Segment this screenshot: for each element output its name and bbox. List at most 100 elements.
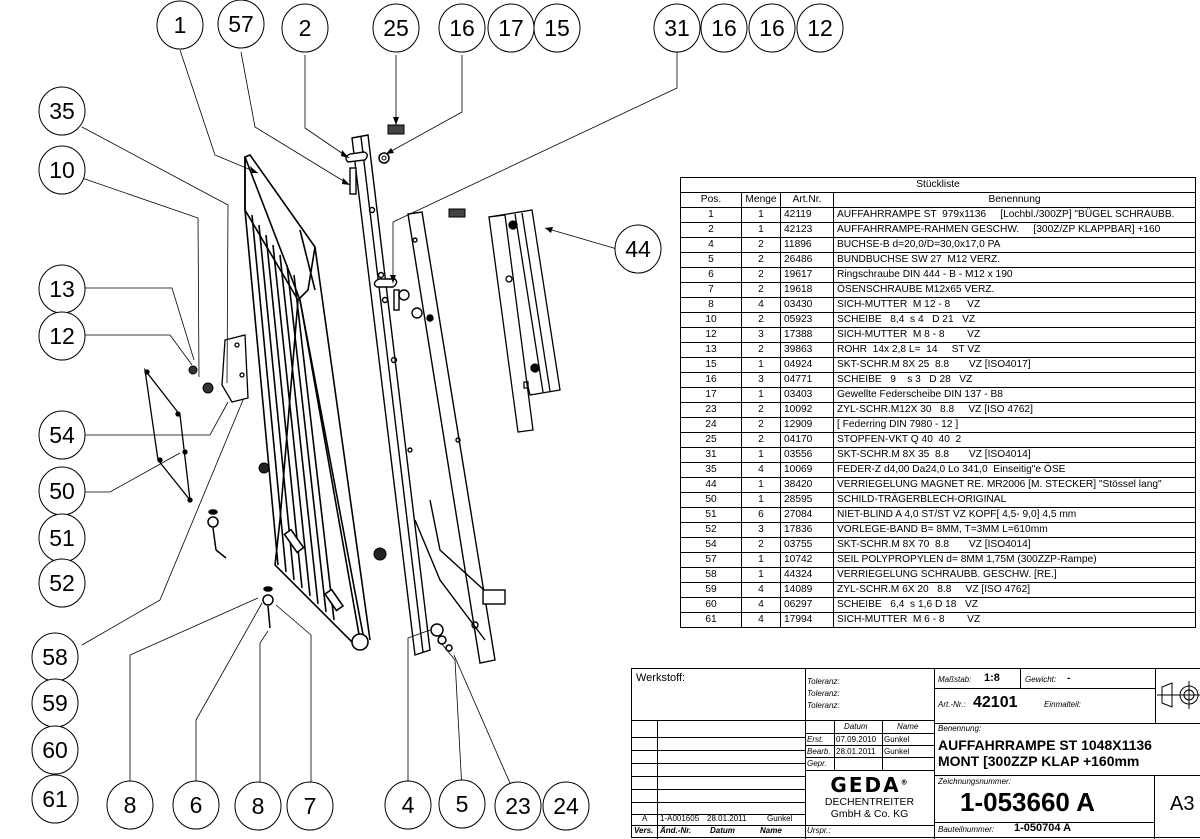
callout-bubble-4 [384,780,432,830]
part-article-number: 14089 [780,582,834,598]
callout-label: 25 [383,15,409,41]
callout-bubble-16 [700,3,748,53]
callout-label: 1 [174,12,187,38]
callout-label: 4 [402,792,415,818]
part-description: AUFFAHRRAMPE-RAHMEN GESCHW. [300Z/ZP KLA… [833,222,1196,238]
part-position: 17 [680,387,742,403]
part-quantity: 2 [741,237,781,253]
part-quantity: 2 [741,342,781,358]
part-description: SEIL POLYPROPYLEN d= 8MM 1,75M (300ZZP-R… [833,552,1196,568]
leader-lines [81,49,678,791]
callout-bubble-7 [286,781,334,831]
callout-label: 8 [252,793,265,819]
name-header: Name [897,722,919,731]
company-logo: GEDA® [825,773,915,797]
part-position: 6 [680,267,742,283]
callout-label: 13 [49,276,75,302]
callout-bubble-6 [172,780,220,830]
part-article-number: 26486 [780,252,834,268]
part-quantity: 1 [741,567,781,583]
callout-bubble-23 [494,781,542,831]
part-quantity: 1 [741,207,781,223]
part-description: SCHEIBE 9 s 3 D 28 VZ [833,372,1196,388]
revision-date: 28.01.2011 [707,814,747,823]
part-article-number: 10742 [780,552,834,568]
part-position: 4 [680,237,742,253]
part-article-number: 10092 [780,402,834,418]
nut-part-2 [258,462,270,474]
part-position: 12 [680,327,742,343]
callout-label: 12 [807,15,833,41]
part-quantity: 4 [741,597,781,613]
part-description: SCHEIBE 8,4 s 4 D 21 VZ [833,312,1196,328]
part-position: 58 [680,567,742,583]
ramp-frame-part [345,134,506,664]
callout-bubble-8 [234,781,282,831]
callout-bubble-16 [438,3,486,53]
parts-list-table: Stückliste Pos. Menge Art.Nr. Benennung … [680,177,1196,628]
part-position: 44 [680,477,742,493]
part-position: 2 [680,222,742,238]
part-article-number: 19617 [780,267,834,283]
massstab-value: 1:8 [984,672,1000,684]
part-article-number: 19618 [780,282,834,298]
callout-bubble-44 [614,224,662,274]
callout-bubble-2 [281,3,329,53]
part-quantity: 1 [741,387,781,403]
part-description: SICH-MUTTER M 8 - 8 VZ [833,327,1196,343]
part-quantity: 1 [741,492,781,508]
gepr-label: Gepr. [807,759,827,768]
part-description: [ Federring DIN 7980 - 12 ] [833,417,1196,433]
part-article-number: 04924 [780,357,834,373]
callout-label: 10 [49,157,75,183]
callout-label: 12 [49,323,75,349]
column-header-pos: Pos. [680,192,742,208]
part-quantity: 4 [741,612,781,628]
part-quantity: 6 [741,507,781,523]
part-position: 7 [680,282,742,298]
nut-part [188,365,198,375]
part-quantity: 1 [741,447,781,463]
ramp-plate-part [243,154,371,651]
part-article-number: 03430 [780,297,834,313]
callout-bubble-12 [38,311,86,361]
zeichnungsnummer-label: Zeichnungsnummer: [938,777,1011,786]
part-quantity: 4 [741,582,781,598]
erst-name: Gunkel [884,735,910,744]
part-position: 24 [680,417,742,433]
callout-label: 59 [42,690,68,716]
part-description: Gewellte Federscheibe DIN 137 - B8 [833,387,1196,403]
part-description: STOPFEN-VKT Q 40 40 2 [833,432,1196,448]
leader-arrowheads [250,117,553,283]
part-description: VERRIEGELUNG SCHRAUBB. GESCHW. [RE.] [833,567,1196,583]
callout-label: 8 [124,792,137,818]
callout-label: 6 [190,792,203,818]
part-article-number: 27084 [780,507,834,523]
part-position: 51 [680,507,742,523]
callout-bubble-8 [106,780,154,830]
callout-label: 54 [49,422,75,448]
part-description: VORLEGE-BAND B= 8MM, T=3MM L=610mm [833,522,1196,538]
part-article-number: 05923 [780,312,834,328]
magnet-lock-part [488,209,561,433]
part-position: 31 [680,447,742,463]
callout-label: 24 [553,793,579,819]
title-block: Werkstoff: A 1-A001605 28.01.2011 Gunkel… [631,668,1200,839]
callout-bubble-60 [31,725,79,775]
ring-screw-part [207,509,453,652]
zeichnungsnummer-value: 1-053660 A [960,787,1095,817]
part-article-number: 38420 [780,477,834,493]
callout-bubble-1 [156,0,204,50]
part-quantity: 2 [741,267,781,283]
